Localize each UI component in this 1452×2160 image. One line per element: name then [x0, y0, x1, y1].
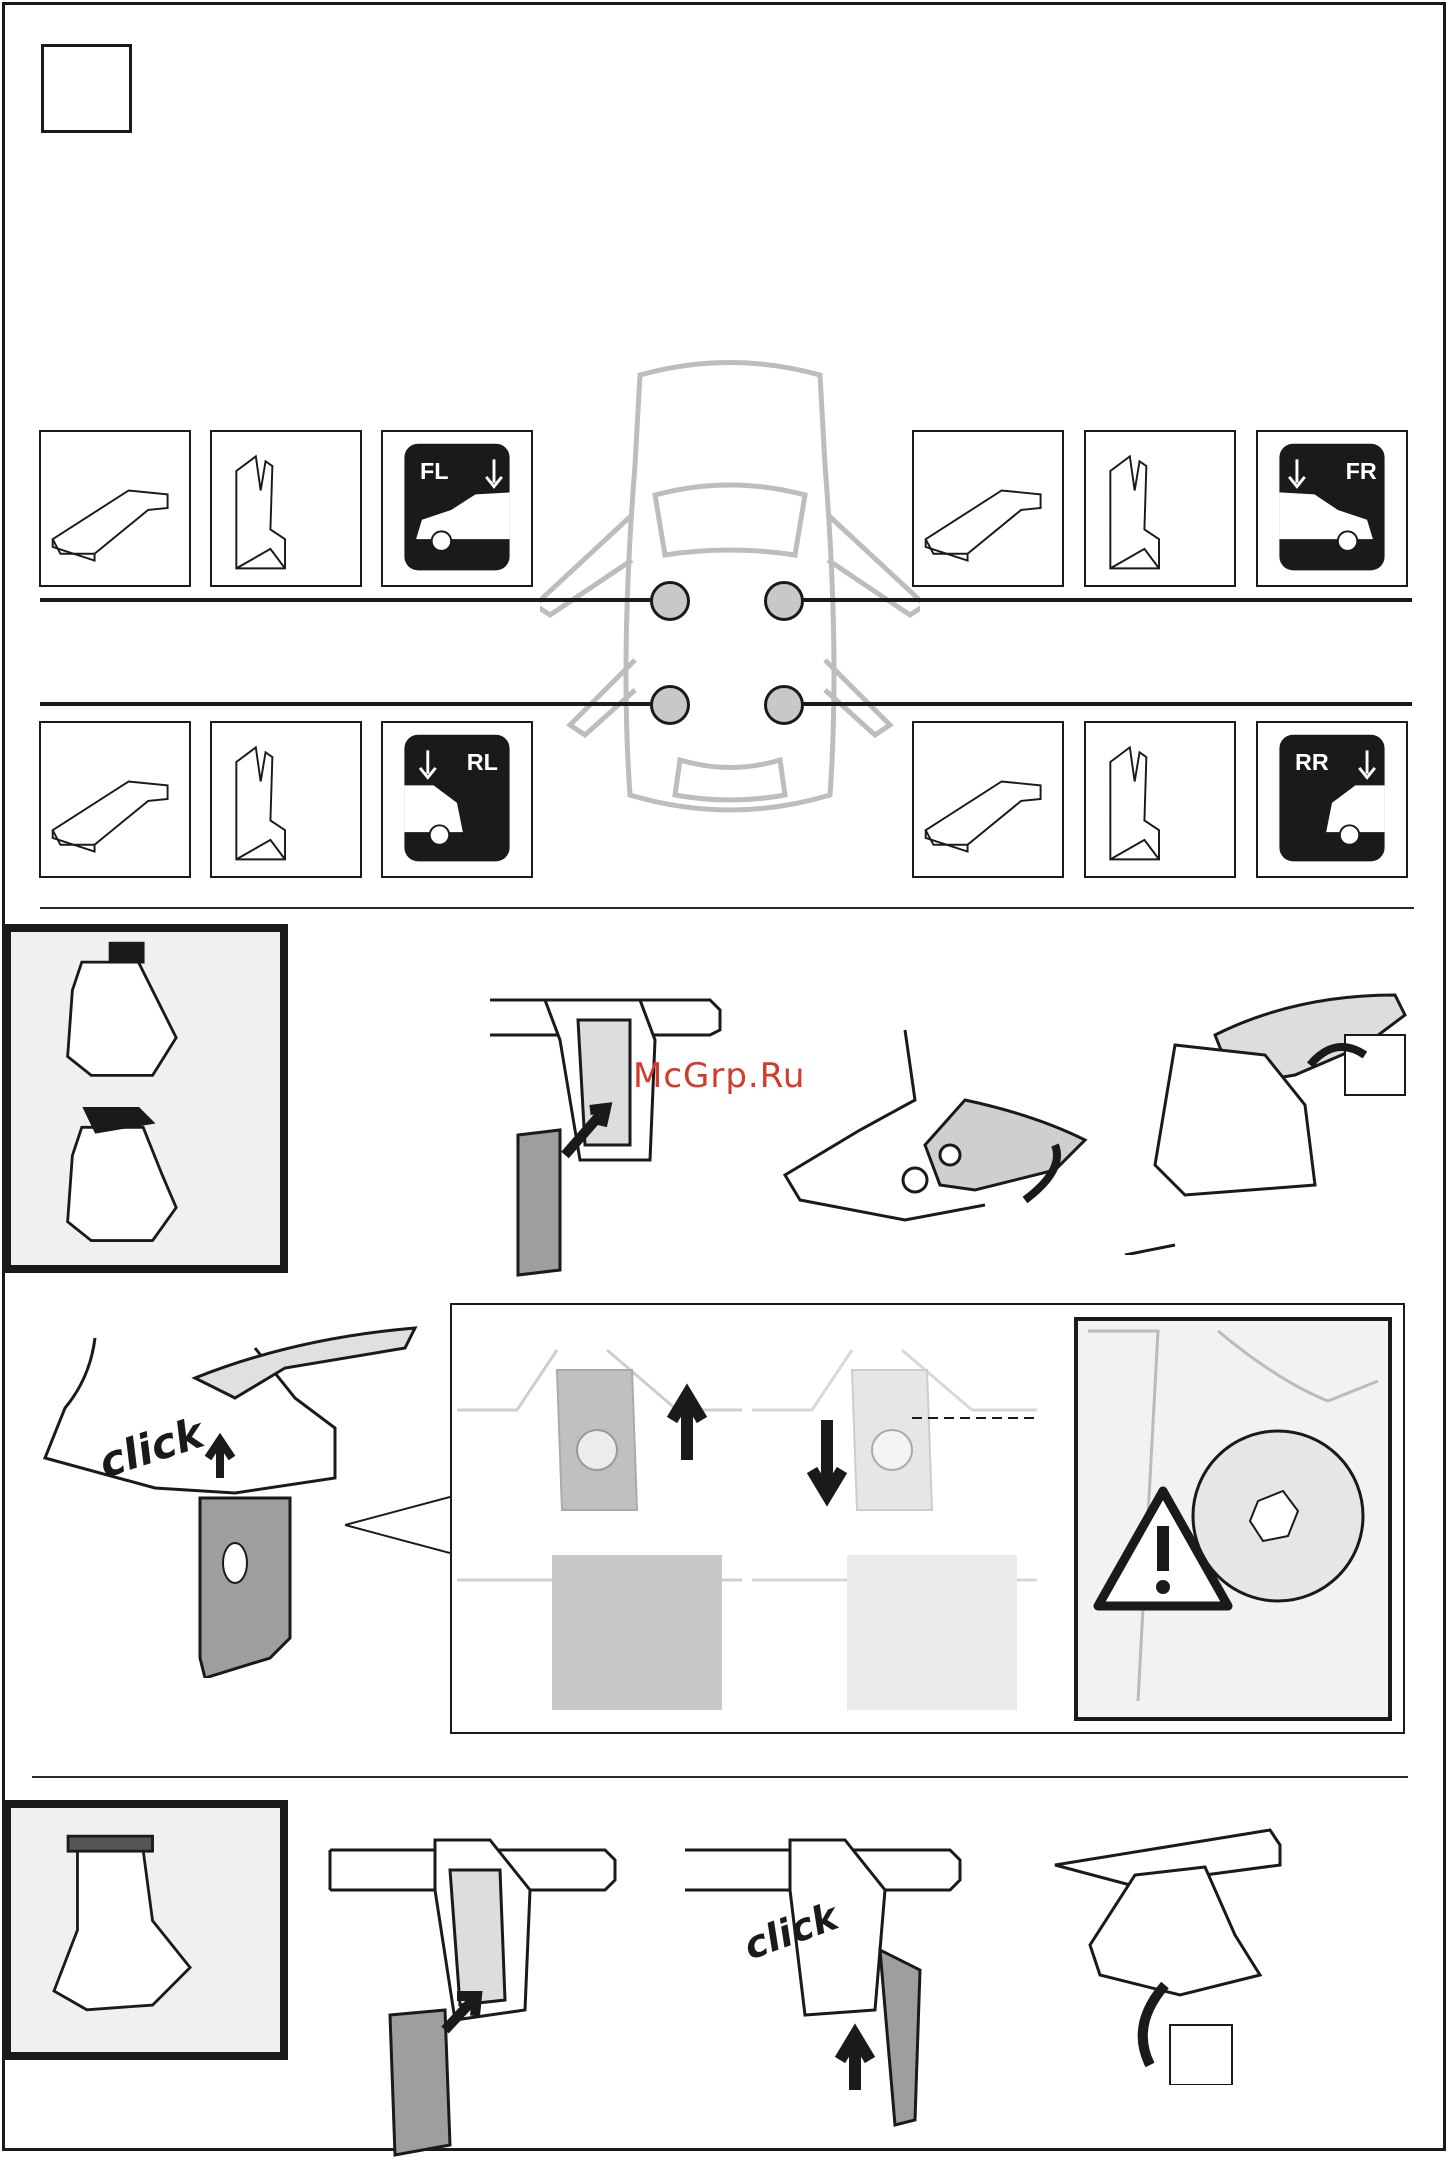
- foot-illustration: [11, 1808, 280, 2052]
- section-divider-2: [32, 1776, 1408, 1778]
- front-right-mount-dot: [764, 581, 804, 621]
- clamp-icon: [212, 432, 360, 585]
- pad-icon: [41, 723, 189, 876]
- rr-label: RR: [1295, 749, 1329, 775]
- car-position-icon: RR: [1258, 723, 1406, 876]
- front-axle-line-left: [40, 598, 670, 602]
- detail-tighten-illustration: [457, 1310, 742, 1730]
- pad-icon: [914, 723, 1062, 876]
- fr-label: FR: [1346, 458, 1377, 484]
- fl-label: FL: [420, 458, 449, 484]
- clamp-icon: [212, 723, 360, 876]
- step-number-box: [41, 44, 132, 133]
- position-tile-rr: RR: [1256, 721, 1408, 878]
- arrow-icon: [672, 1395, 702, 1460]
- front-axle-line-right: [785, 598, 1412, 602]
- pad-tile-fl: [39, 430, 191, 587]
- step-final-position-illustration: [1050, 1825, 1340, 2085]
- arrow-icon: [840, 2035, 870, 2090]
- pad-tile-rl: [39, 721, 191, 878]
- pad-icon: [41, 432, 189, 585]
- position-tile-fr: FR: [1256, 430, 1408, 587]
- clamp-icon: [1086, 723, 1234, 876]
- position-tile-fl: FL: [381, 430, 533, 587]
- car-top-view-illustration: [540, 355, 920, 825]
- foot-variants-panel: [3, 924, 288, 1273]
- detail-loosen-illustration: [752, 1310, 1037, 1730]
- arrow-icon: [1143, 1985, 1165, 2065]
- step-insert-pad-illustration: [490, 980, 730, 1280]
- clamp-tile-rr: [1084, 721, 1236, 878]
- pad-tile-fr: [912, 430, 1064, 587]
- foot-type-panel: [3, 1800, 288, 2060]
- rear-left-mount-dot: [650, 685, 690, 725]
- rl-label: RL: [467, 749, 498, 775]
- car-position-icon: FL: [383, 432, 531, 585]
- detail-pointer: [345, 1495, 450, 1555]
- pad-tile-rr: [912, 721, 1064, 878]
- position-tile-rl: RL: [381, 721, 533, 878]
- car-position-icon: RL: [383, 723, 531, 876]
- clamp-tile-fl: [210, 430, 362, 587]
- rear-axle-line-right: [785, 702, 1412, 706]
- clamp-tile-rl: [210, 721, 362, 878]
- step-open-cover-illustration: [775, 1020, 1095, 1240]
- foot-illustration: [11, 932, 280, 1265]
- section-divider-1: [40, 907, 1414, 909]
- step-insert-pad-2-illustration: [325, 1820, 625, 2160]
- step-click-clamp-illustration: click: [680, 1820, 980, 2140]
- rear-right-mount-dot: [764, 685, 804, 725]
- arrow-icon: [812, 1420, 842, 1495]
- rear-axle-line-left: [40, 702, 670, 706]
- clamp-tile-fr: [1084, 430, 1236, 587]
- car-position-icon: FR: [1258, 432, 1406, 585]
- warning-detail-box: [1074, 1317, 1392, 1721]
- pad-icon: [914, 432, 1062, 585]
- step-attach-label-illustration: [1115, 985, 1415, 1255]
- front-left-mount-dot: [650, 581, 690, 621]
- clamp-icon: [1086, 432, 1234, 585]
